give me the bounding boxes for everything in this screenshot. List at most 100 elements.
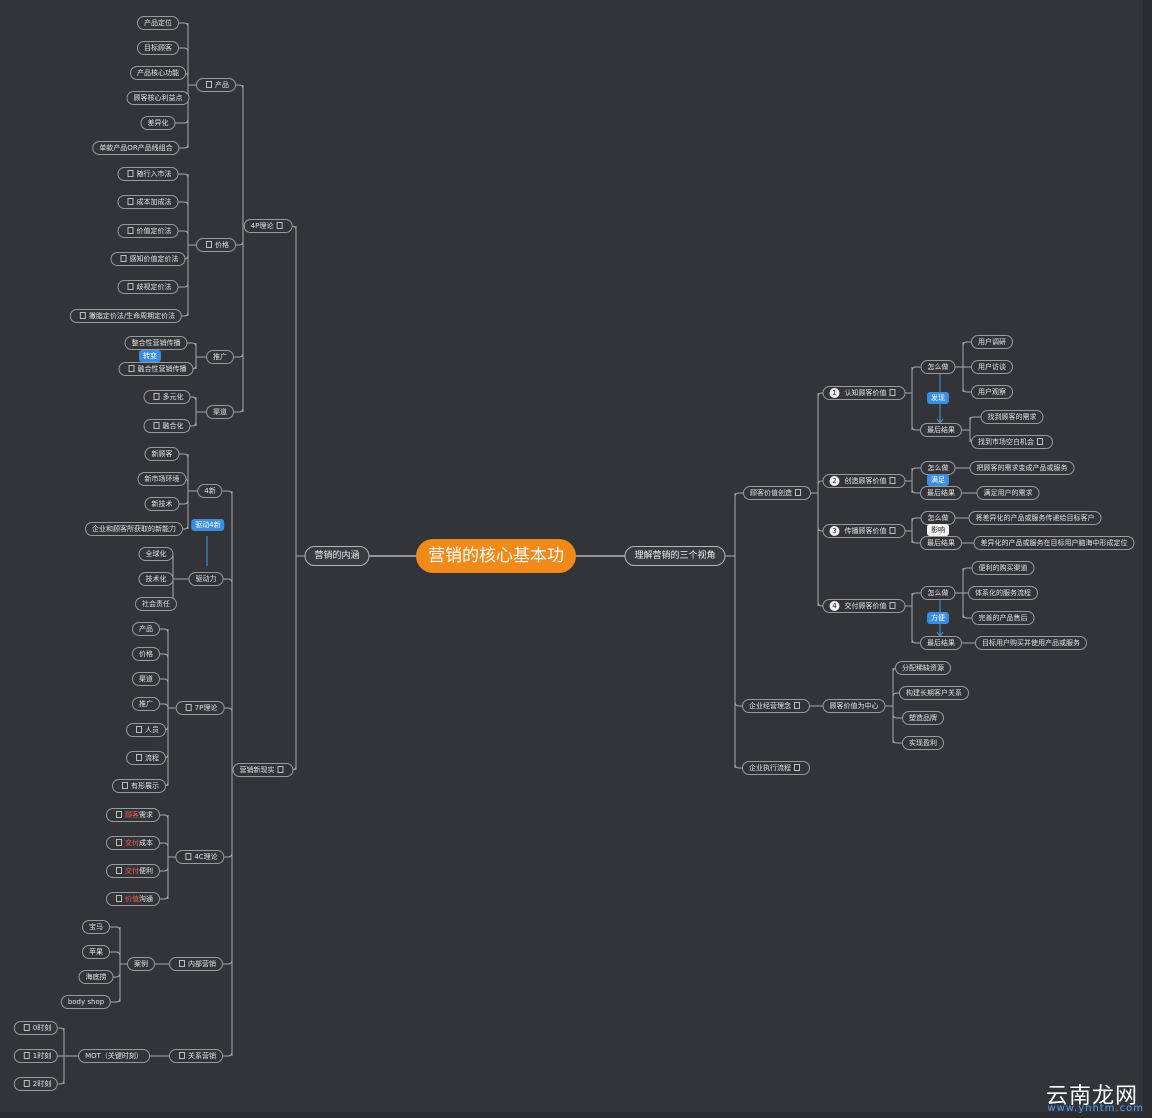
leaf-product-3[interactable]: 顾客核心利益点 bbox=[126, 91, 190, 105]
leaf-price-5[interactable]: 撇脂定价法/生命周期定价法 bbox=[69, 309, 183, 323]
leaf-4new-2[interactable]: 新技术 bbox=[144, 497, 180, 511]
leaf-4c-2[interactable]: 交付便利 bbox=[106, 864, 160, 878]
topic-three-perspectives[interactable]: 理解营销的三个视角 bbox=[624, 546, 726, 566]
leaf-channel-1[interactable]: 融合化 bbox=[143, 419, 191, 433]
leaf-how-1-2[interactable]: 用户观察 bbox=[971, 385, 1013, 399]
leaf-how-1-1[interactable]: 用户访谈 bbox=[971, 360, 1013, 374]
topic-marketing-connotation[interactable]: 营销的内涵 bbox=[304, 546, 370, 566]
leaf-price-0[interactable]: 随行入市法 bbox=[117, 167, 179, 181]
leaf-4c-0[interactable]: 顾客需求 bbox=[106, 808, 160, 822]
topic-new-reality-0[interactable]: 4新 bbox=[197, 484, 223, 498]
leaf-how-4-1[interactable]: 体系化的服务流程 bbox=[968, 586, 1038, 600]
node-how-3[interactable]: 怎么做 bbox=[920, 511, 956, 525]
topic-marketing-new-reality[interactable]: 营销新现实 bbox=[232, 763, 294, 777]
topic-4p-theory[interactable]: 4P理论 bbox=[243, 219, 293, 233]
tag-step-1[interactable]: 发现 bbox=[927, 392, 949, 404]
leaf-promotion-1[interactable]: 融合性营销传播 bbox=[118, 362, 194, 376]
leaf-price-2[interactable]: 价值定价法 bbox=[117, 224, 179, 238]
topic-customer-value-creation[interactable]: 顾客价值创造 bbox=[743, 486, 811, 500]
topic-new-reality-3[interactable]: 4C理论 bbox=[175, 850, 225, 864]
leaf-philosophy-2[interactable]: 塑造品牌 bbox=[902, 711, 944, 725]
leaf-result-1-1[interactable]: 找到市场空白机会 bbox=[971, 435, 1053, 449]
tag-step-3[interactable]: 影响 bbox=[927, 524, 949, 536]
root-topic[interactable]: 营销的核心基本功 bbox=[416, 539, 576, 573]
connector-line bbox=[911, 538, 920, 544]
topic-new-reality-2[interactable]: 7P理论 bbox=[175, 701, 225, 715]
leaf-4new-1[interactable]: 新市场环境 bbox=[137, 472, 187, 486]
leaf-7p-6[interactable]: 有形展示 bbox=[112, 779, 166, 793]
node-how-2[interactable]: 怎么做 bbox=[920, 461, 956, 475]
leaf-case-0[interactable]: 宝马 bbox=[82, 920, 110, 934]
leaf-product-5[interactable]: 单款产品OR产品线组合 bbox=[92, 141, 180, 155]
leaf-product-2[interactable]: 产品核心功能 bbox=[130, 66, 186, 80]
leaf-product-1[interactable]: 目标顾客 bbox=[137, 41, 179, 55]
leaf-4new-3[interactable]: 企业和顾客所获取的新能力 bbox=[85, 522, 183, 536]
topic-new-reality-1[interactable]: 驱动力 bbox=[188, 572, 224, 586]
topic-4p-0[interactable]: 产品 bbox=[196, 78, 236, 92]
leaf-result-2-0[interactable]: 满足用户的需求 bbox=[976, 486, 1040, 500]
tag-transform[interactable]: 转变 bbox=[139, 350, 161, 362]
topic-case[interactable]: 案例 bbox=[127, 957, 155, 971]
leaf-4new-0[interactable]: 新顾客 bbox=[144, 447, 180, 461]
leaf-philosophy-1[interactable]: 构建长期客户关系 bbox=[899, 686, 969, 700]
leaf-7p-3[interactable]: 推广 bbox=[132, 697, 160, 711]
tag-step-4[interactable]: 方便 bbox=[927, 612, 949, 624]
node-text: 企业和顾客所获取的新能力 bbox=[92, 525, 176, 533]
leaf-7p-1[interactable]: 价格 bbox=[132, 647, 160, 661]
leaf-case-2[interactable]: 海底捞 bbox=[78, 970, 114, 984]
leaf-product-0[interactable]: 产品定位 bbox=[137, 16, 179, 30]
leaf-promotion-0[interactable]: 整合性营销传播 bbox=[124, 336, 188, 350]
leaf-4c-1[interactable]: 交付成本 bbox=[106, 836, 160, 850]
topic-new-reality-4[interactable]: 内部营销 bbox=[169, 957, 223, 971]
leaf-result-1-0[interactable]: 找到顾客的需求 bbox=[980, 410, 1044, 424]
leaf-mot-0[interactable]: 0时刻 bbox=[13, 1021, 59, 1035]
node-result-3[interactable]: 最后结果 bbox=[920, 536, 962, 550]
leaf-case-1[interactable]: 苹果 bbox=[82, 945, 110, 959]
node-result-1[interactable]: 最后结果 bbox=[920, 423, 962, 437]
node-result-4[interactable]: 最后结果 bbox=[920, 636, 962, 650]
node-how-1[interactable]: 怎么做 bbox=[920, 360, 956, 374]
leaf-price-3[interactable]: 感知价值定价法 bbox=[110, 252, 186, 266]
topic-business-philosophy[interactable]: 企业经营理念 bbox=[742, 699, 810, 713]
topic-4p-1[interactable]: 价格 bbox=[196, 238, 236, 252]
leaf-7p-4[interactable]: 人员 bbox=[126, 723, 166, 737]
node-text: MOT（关键时刻） bbox=[85, 1052, 143, 1060]
leaf-mot-1[interactable]: 1时刻 bbox=[13, 1049, 59, 1063]
leaf-philosophy-3[interactable]: 实现盈利 bbox=[902, 736, 944, 750]
leaf-7p-2[interactable]: 渠道 bbox=[132, 672, 160, 686]
leaf-result-3-0[interactable]: 差异化的产品或服务在目标用户脑海中形成定位 bbox=[973, 536, 1135, 550]
leaf-philosophy-0[interactable]: 分配稀缺资源 bbox=[895, 661, 951, 675]
topic-4p-3[interactable]: 渠道 bbox=[206, 405, 234, 419]
leaf-channel-0[interactable]: 多元化 bbox=[143, 390, 191, 404]
leaf-mot-2[interactable]: 2时刻 bbox=[13, 1077, 59, 1091]
leaf-case-3[interactable]: body shop bbox=[60, 995, 112, 1009]
leaf-product-4[interactable]: 差异化 bbox=[140, 116, 176, 130]
leaf-7p-0[interactable]: 产品 bbox=[132, 622, 160, 636]
leaf-driver-0[interactable]: 全球化 bbox=[138, 547, 174, 561]
leaf-how-3-0[interactable]: 将差异化的产品或服务传递给目标客户 bbox=[968, 511, 1102, 525]
leaf-how-4-0[interactable]: 便利的购买渠道 bbox=[971, 561, 1035, 575]
topic-new-reality-5[interactable]: 关系营销 bbox=[169, 1049, 223, 1063]
leaf-price-4[interactable]: 歧视定价法 bbox=[117, 280, 179, 294]
tag-drive-4new[interactable]: 驱动4新 bbox=[191, 519, 225, 531]
topic-execution-process[interactable]: 企业执行流程 bbox=[742, 761, 810, 775]
node-how-4[interactable]: 怎么做 bbox=[920, 586, 956, 600]
node-result-2[interactable]: 最后结果 bbox=[920, 486, 962, 500]
leaf-how-2-0[interactable]: 把顾客的需求变成产品或服务 bbox=[969, 461, 1075, 475]
leaf-4c-3[interactable]: 价值沟通 bbox=[106, 892, 160, 906]
topic-mot[interactable]: MOT（关键时刻） bbox=[78, 1049, 150, 1063]
leaf-driver-2[interactable]: 社会责任 bbox=[135, 597, 177, 611]
leaf-price-1[interactable]: 成本加成法 bbox=[117, 195, 179, 209]
leaf-how-4-2[interactable]: 完善的产品售后 bbox=[971, 611, 1035, 625]
tag-step-2[interactable]: 满足 bbox=[927, 474, 949, 486]
leaf-7p-5[interactable]: 流程 bbox=[126, 751, 166, 765]
topic-customer-value-centered[interactable]: 顾客价值为中心 bbox=[822, 699, 886, 713]
leaf-result-4-0[interactable]: 目标用户购买并使用产品或服务 bbox=[975, 636, 1087, 650]
topic-4p-2[interactable]: 推广 bbox=[206, 350, 234, 364]
leaf-how-1-0[interactable]: 用户调研 bbox=[971, 335, 1013, 349]
leaf-driver-1[interactable]: 技术化 bbox=[138, 572, 174, 586]
